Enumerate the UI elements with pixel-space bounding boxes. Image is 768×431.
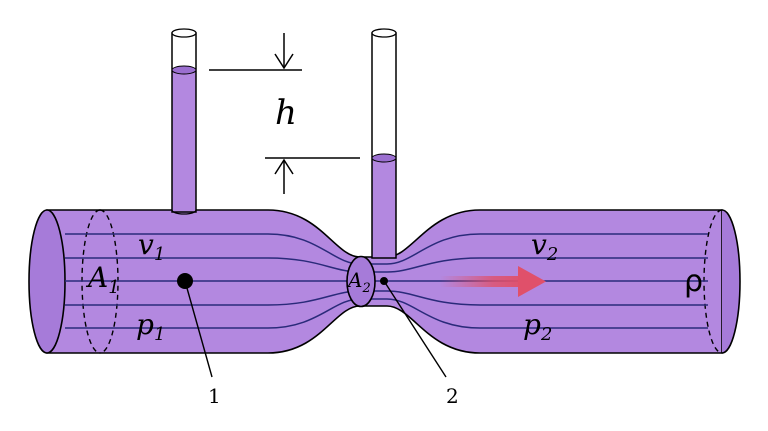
left-tube-meniscus	[171, 65, 197, 75]
height-label: h	[275, 93, 297, 133]
left-tube-fluid	[172, 70, 196, 212]
velocity2-label: v2	[531, 228, 558, 265]
flow-arrow	[440, 266, 546, 297]
density-label: ρ	[684, 264, 703, 299]
height-bottom-arrow-head	[274, 158, 294, 175]
point-2-label: 2	[446, 384, 459, 408]
left-end-cap	[28, 209, 66, 354]
right-end-cap	[721, 209, 741, 354]
height-indicator	[209, 33, 360, 194]
point-1-leader	[184, 280, 213, 378]
flow-arrow-head	[518, 266, 546, 297]
left-tube-top	[171, 28, 197, 38]
streamline	[65, 233, 708, 265]
left-tube-base	[171, 209, 197, 215]
right-tube-fluid	[372, 158, 396, 258]
velocity1-label: v1	[138, 228, 165, 265]
right-tube-meniscus	[371, 153, 397, 163]
streamline	[65, 298, 708, 329]
point-1-label: 1	[208, 384, 221, 408]
point-2-leader	[383, 280, 447, 378]
cross-section-a2	[346, 255, 376, 308]
pressure1-label: p1	[136, 308, 165, 345]
flow-arrow-shaft	[440, 276, 528, 287]
height-top-arrow-head	[274, 53, 294, 70]
area1-label: A1	[85, 261, 120, 298]
right-tube-top	[371, 28, 397, 38]
area2-label: A2	[346, 268, 371, 296]
pressure2-label: p2	[523, 308, 552, 345]
